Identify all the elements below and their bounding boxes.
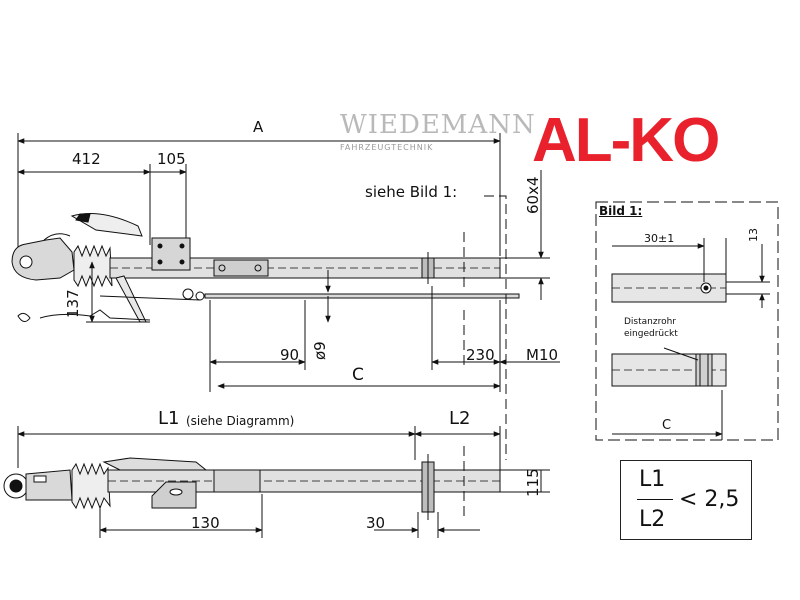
watermark-title: WIEDEMANN xyxy=(340,110,536,140)
label-siehe-bild: siehe Bild 1: xyxy=(365,183,458,201)
label-dim-230: 230 xyxy=(466,346,495,364)
label-dim-60x4: 60x4 xyxy=(524,176,542,214)
label-dim-a: A xyxy=(253,118,264,136)
detail-frame-top xyxy=(484,195,507,460)
label-dim-30: 30 xyxy=(366,514,386,532)
label-dim-l1: L1 xyxy=(158,408,180,429)
detail-label-eingedrueckt: eingedrückt xyxy=(624,329,678,339)
brand-logo: AL-KO xyxy=(532,106,720,175)
label-dim-l1-note: (siehe Diagramm) xyxy=(186,414,295,428)
detail-label-30pm1: 30±1 xyxy=(644,232,675,245)
bracket-plate xyxy=(151,237,191,271)
detail-bild-1 xyxy=(595,201,779,441)
brake-rod xyxy=(204,293,520,299)
detail-label-13: 13 xyxy=(747,228,760,242)
label-dim-m10: M10 xyxy=(526,346,559,364)
label-dim-phi9: ø9 xyxy=(311,341,329,360)
coupling-head xyxy=(11,213,143,281)
bellows-bottom xyxy=(71,462,111,510)
label-dim-130: 130 xyxy=(191,514,220,532)
detail-frame xyxy=(595,201,779,441)
label-dim-c: C xyxy=(352,365,364,385)
damper-housing xyxy=(213,259,269,277)
ratio-box: L1 L2 < 2,5 xyxy=(620,460,752,540)
support-leg xyxy=(115,275,147,323)
label-dim-105: 105 xyxy=(157,150,186,168)
label-dim-412: 412 xyxy=(72,150,101,168)
top-view xyxy=(11,133,560,460)
handbrake-lever xyxy=(102,457,208,471)
detail-label-distanzrohr: Distanzrohr xyxy=(624,317,677,327)
label-dim-l2: L2 xyxy=(449,408,471,429)
watermark-subtitle: FAHRZEUGTECHNIK xyxy=(340,143,434,152)
ratio-numerator: L1 xyxy=(639,467,666,492)
coupling-head-bottom xyxy=(3,469,73,501)
detail-title: Bild 1: xyxy=(599,204,643,218)
ratio-relation: < 2,5 xyxy=(679,487,740,512)
bellows xyxy=(73,244,113,288)
label-dim-137: 137 xyxy=(64,289,82,318)
bottom-view xyxy=(3,426,550,538)
label-dim-115: 115 xyxy=(524,468,542,497)
ratio-denominator: L2 xyxy=(639,507,666,532)
label-dim-90: 90 xyxy=(280,346,300,364)
ratio-fraction-line xyxy=(637,499,673,500)
detail-label-c: C xyxy=(662,418,672,433)
